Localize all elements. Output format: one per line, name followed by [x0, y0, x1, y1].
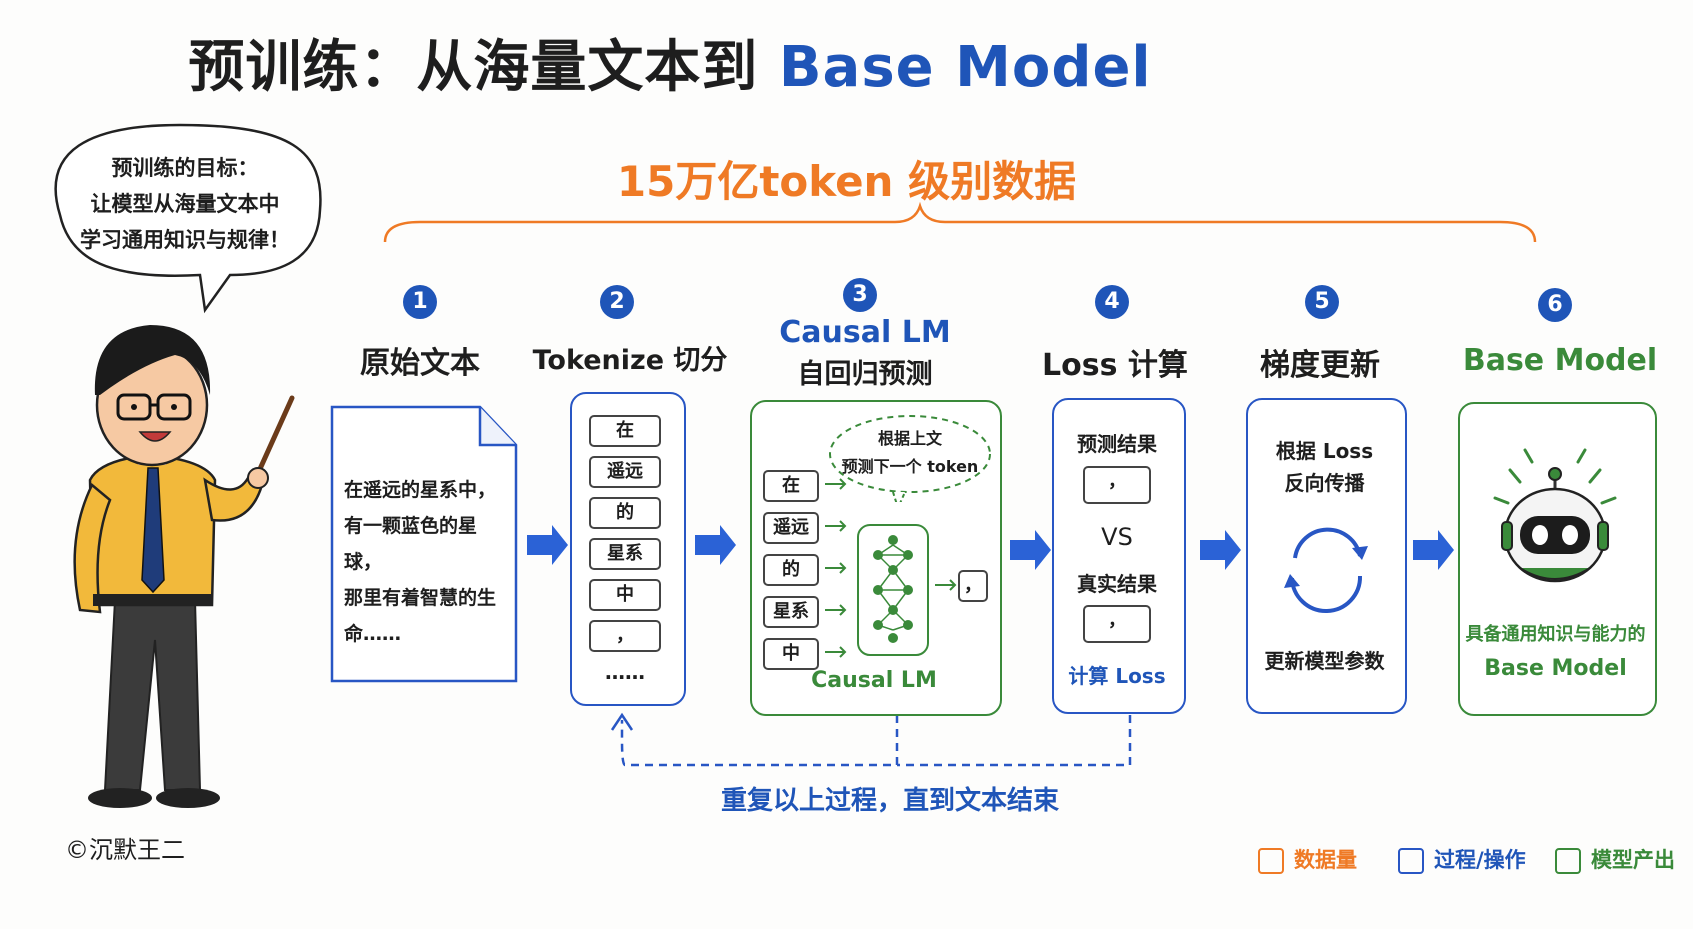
title-accent: Base Model — [778, 35, 1152, 100]
gradient-box — [1246, 398, 1407, 714]
legend-label: 过程/操作 — [1434, 848, 1526, 872]
flow-arrow-icon — [1010, 530, 1051, 570]
causal-lm-footer: Causal LM — [811, 668, 937, 693]
raw-text-line: 有一颗蓝色的星球， — [344, 515, 478, 573]
legend-item-data: 数据量 — [1258, 844, 1357, 874]
raw-text: 在遥远的星系中， 有一颗蓝色的星球， 那里有着智慧的生 命…… — [344, 472, 514, 652]
data-scale-label: 15万亿token 级别数据 — [616, 157, 1077, 206]
lm-input-token: 在 — [763, 470, 819, 502]
robot-icon — [1493, 448, 1617, 583]
legend-label: 模型产出 — [1591, 848, 1675, 872]
token-item: 中 — [589, 579, 661, 611]
loop-arrow — [620, 715, 899, 767]
pred-value: ， — [1083, 466, 1151, 504]
document-icon — [330, 405, 518, 683]
backprop-line-1: 根据 Loss — [1275, 439, 1374, 463]
cloud-line-2: 预测下一个 token — [841, 457, 979, 476]
lm-input-token: 的 — [763, 554, 819, 586]
gradient-footer: 更新模型参数 — [1264, 649, 1385, 673]
step-5-title: 梯度更新 — [1260, 348, 1380, 383]
title-main: 预训练：从海量文本到 — [188, 35, 759, 100]
bubble-line-3: 学习通用知识与规律！ — [80, 228, 290, 252]
backprop-line-2: 反向传播 — [1284, 471, 1365, 495]
cloud-line-1: 根据上文 — [877, 429, 942, 448]
lm-input-token: 中 — [763, 638, 819, 670]
token-item: 的 — [589, 497, 661, 529]
raw-text-line: 在遥远的星系中， — [344, 479, 497, 501]
speech-bubble-text: 预训练的目标： 让模型从海量文本中 学习通用知识与规律！ — [60, 150, 310, 258]
lm-input-token: 遥远 — [763, 512, 819, 544]
flow-arrows — [527, 525, 1454, 570]
flow-arrow-icon — [1413, 530, 1454, 570]
pred-label: 预测结果 — [1077, 432, 1157, 456]
refresh-cycle-icon — [1284, 527, 1368, 613]
step-2-number: 2 — [600, 285, 634, 319]
legend-swatch-orange — [1258, 848, 1284, 874]
flow-arrow-icon — [527, 525, 568, 565]
teacher-figure — [73, 325, 295, 808]
cloud-text: 根据上文 预测下一个 token — [835, 425, 985, 481]
true-label: 真实结果 — [1077, 572, 1157, 596]
loss-footer: 计算 Loss — [1068, 664, 1166, 688]
base-model-footer: 具备通用知识与能力的 Base Model — [1458, 618, 1653, 686]
flow-arrow-icon — [695, 525, 736, 565]
data-scale-brace — [383, 201, 1537, 243]
legend-label: 数据量 — [1294, 848, 1357, 872]
flow-arrow-icon — [1200, 530, 1241, 570]
token-item: 星系 — [589, 538, 661, 570]
legend-swatch-green — [1555, 848, 1581, 874]
page-title: 预训练：从海量文本到 Base Model — [0, 22, 1340, 103]
step-1-number: 1 — [403, 285, 437, 319]
legend-item-model: 模型产出 — [1555, 844, 1675, 874]
step-3-number: 3 — [843, 278, 877, 312]
copyright: ©沉默王二 — [65, 836, 185, 864]
neural-network-icon — [825, 478, 957, 658]
legend-swatch-blue — [1398, 848, 1424, 874]
backprop-text: 根据 Loss 反向传播 — [1246, 435, 1403, 499]
raw-text-line: 那里有着智慧的生 — [344, 587, 497, 609]
token-item: ， — [589, 620, 661, 652]
vs-label: VS — [1101, 523, 1133, 551]
speech-bubble — [54, 123, 322, 314]
step-3-title-line2: 自回归预测 — [797, 359, 933, 390]
token-item: 在 — [589, 415, 661, 447]
legend-item-process: 过程/操作 — [1398, 844, 1526, 874]
step-3-title-line1: Causal LM — [779, 315, 951, 350]
step-6-number: 6 — [1538, 288, 1572, 322]
token-ellipsis: …… — [605, 660, 645, 684]
lm-input-token: 星系 — [763, 596, 819, 628]
step-4-title: Loss 计算 — [1042, 348, 1188, 383]
base-model-footer-line1: 具备通用知识与能力的 — [1465, 624, 1646, 645]
step-4-number: 4 — [1095, 285, 1129, 319]
step-2-title: Tokenize 切分 — [532, 345, 728, 376]
lm-output-token: ， — [958, 570, 988, 602]
step-5-number: 5 — [1305, 285, 1339, 319]
token-item: 遥远 — [589, 456, 661, 488]
base-model-footer-line2: Base Model — [1484, 656, 1627, 681]
thought-cloud — [829, 415, 991, 502]
loop-label: 重复以上过程，直到文本结束 — [720, 786, 1059, 816]
loss-box — [1052, 398, 1186, 714]
bubble-line-1: 预训练的目标： — [111, 156, 259, 180]
step-1-title: 原始文本 — [360, 346, 480, 381]
bubble-line-2: 让模型从海量文本中 — [90, 192, 280, 216]
step-6-title: Base Model — [1462, 343, 1658, 378]
raw-text-line: 命…… — [344, 623, 402, 645]
true-value: ， — [1083, 605, 1151, 643]
